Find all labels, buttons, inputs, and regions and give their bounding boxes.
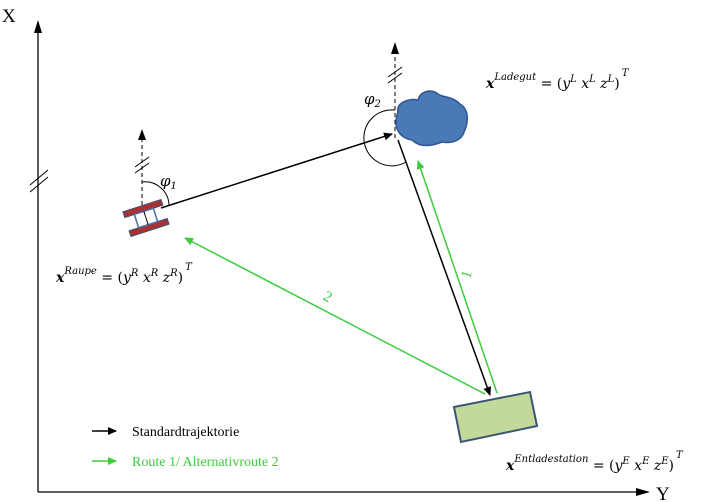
- legend-alternative-label: Route 1/ Alternativroute 2: [132, 455, 279, 470]
- ladegut-shape: [395, 90, 468, 147]
- y-axis-label: Y: [656, 484, 670, 502]
- ladegut-equation: xLadegut = (yL xL zL)T: [485, 68, 630, 92]
- route-1-label: 1: [458, 269, 476, 281]
- route-2-label: 2: [320, 288, 334, 306]
- axis-break-mark-2: [29, 176, 49, 193]
- x-axis-arrowhead: [34, 20, 42, 33]
- entladestation-box: [452, 390, 539, 444]
- route-2-line: [184, 237, 486, 395]
- raupe-vehicle: [122, 198, 170, 238]
- raupe-equation: xRaupe = (yR xR zR)T: [55, 262, 193, 286]
- y-axis-arrowhead: [636, 488, 650, 496]
- phi1-label: φ1: [160, 172, 177, 192]
- axis-break-mark-1: [29, 169, 49, 186]
- coordinate-axes: X Y: [2, 6, 670, 502]
- ladegut-reference-direction: [363, 42, 407, 167]
- x-axis-label: X: [2, 6, 16, 27]
- raupe-reference-direction: [134, 129, 170, 212]
- legend-standard-label: Standardtrajektorie: [132, 425, 239, 440]
- route-1-line: [416, 160, 498, 394]
- standard-trajectory-ladegut-to-station: [397, 139, 492, 396]
- phi2-angle-arc: [363, 109, 407, 167]
- legend: Standardtrajektorie Route 1/ Alternativr…: [92, 425, 279, 470]
- phi2-label: φ2: [364, 90, 381, 110]
- entladestation-equation: xEntladestation = (yE xE zE)T: [505, 450, 684, 474]
- phi1-angle-arc: [141, 181, 170, 207]
- standard-trajectory-raupe-to-ladegut: [160, 132, 393, 209]
